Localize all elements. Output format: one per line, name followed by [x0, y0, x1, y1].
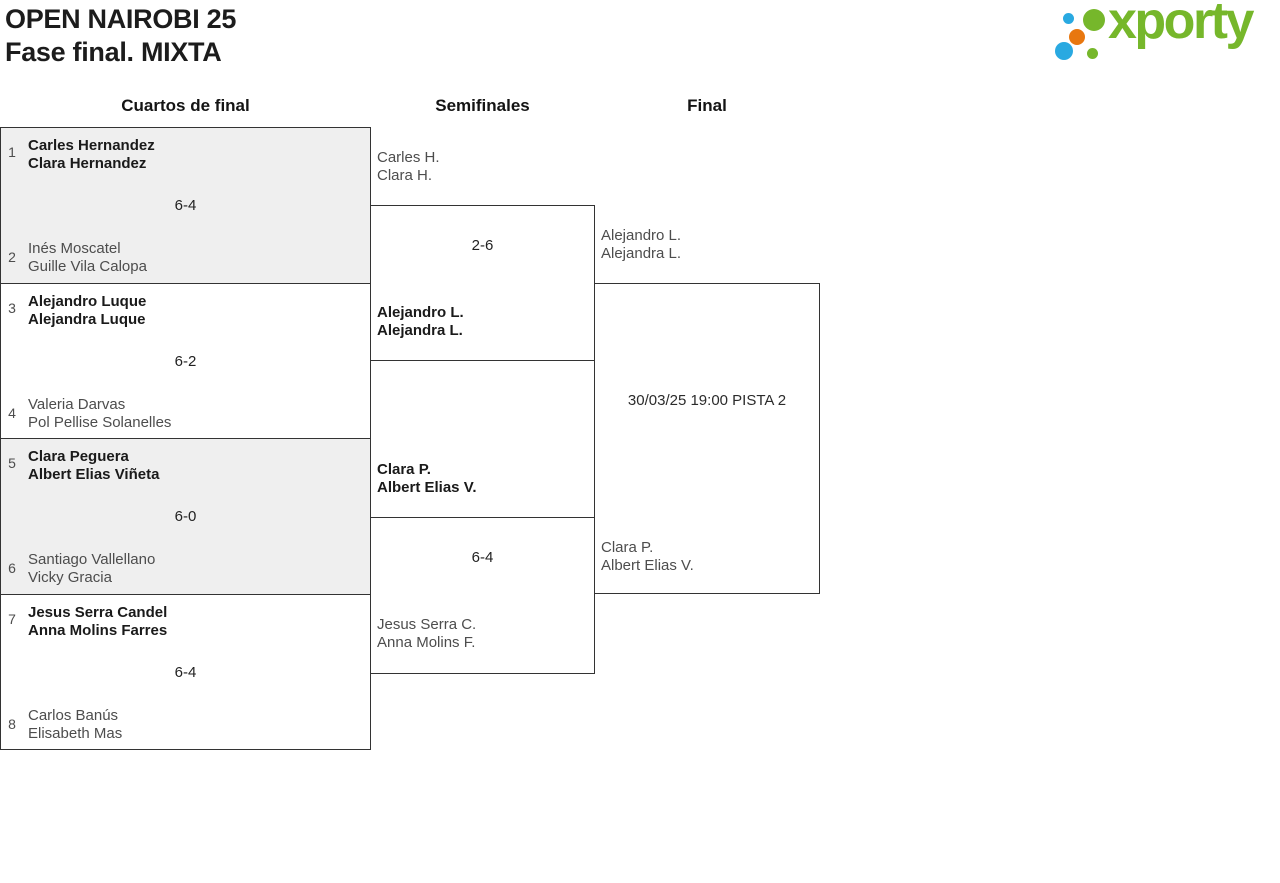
advancing-team: Clara P. Albert Elias V. — [601, 539, 694, 574]
team-name: Clara P. Albert Elias V. — [377, 461, 477, 496]
seed-number: 2 — [8, 249, 16, 265]
advancing-team: Alejandro L. Alejandra L. — [601, 227, 682, 262]
logo-dot-green-large — [1083, 9, 1105, 31]
team-name: Carles H. Clara H. — [377, 149, 440, 184]
qf-match-box-3 — [0, 438, 371, 595]
team-name: Jesus Serra C. Anna Molins F. — [377, 616, 477, 651]
team-name: Santiago Vallellano Vicky Gracia — [28, 551, 156, 586]
match-score: 6-4 — [471, 549, 494, 566]
seed-number: 8 — [8, 716, 16, 732]
final-match-box — [594, 283, 820, 594]
seed-number: 5 — [8, 455, 16, 471]
logo-dot-blue-large — [1055, 42, 1073, 60]
team-name: Alejandro L. Alejandra L. — [377, 304, 464, 339]
final-schedule: 30/03/25 19:00 PISTA 2 — [627, 392, 787, 409]
qf-match-box-1 — [0, 127, 371, 284]
page-title-block: OPEN NAIROBI 25 Fase final. MIXTA — [5, 3, 236, 69]
team-name: Clara Peguera Albert Elias Viñeta — [28, 448, 160, 483]
team-name: Carlos Banús Elisabeth Mas — [28, 707, 123, 742]
seed-number: 3 — [8, 300, 16, 316]
round-header-semifinals: Semifinales — [435, 96, 530, 115]
match-score: 6-4 — [174, 664, 197, 681]
xporty-logo[interactable]: xporty — [1048, 0, 1280, 72]
team-name: Alejandro Luque Alejandra Luque — [28, 293, 147, 328]
team-name: Valeria Darvas Pol Pellise Solanelles — [28, 396, 172, 431]
match-score: 6-0 — [174, 508, 197, 525]
round-header-final: Final — [687, 96, 727, 115]
team-name: Carles Hernandez Clara Hernandez — [28, 137, 155, 172]
match-score: 6-2 — [174, 353, 197, 370]
match-score: 2-6 — [471, 237, 494, 254]
page-title: OPEN NAIROBI 25 — [5, 4, 237, 34]
logo-dot-green-small — [1087, 48, 1098, 59]
sf-match-box-2 — [370, 517, 595, 674]
seed-number: 4 — [8, 405, 16, 421]
team-name: Inés Moscatel Guille Vila Calopa — [28, 240, 147, 275]
round-header-quarterfinals: Cuartos de final — [121, 96, 250, 115]
logo-wordmark: xporty — [1108, 0, 1254, 50]
team-name: Jesus Serra Candel Anna Molins Farres — [28, 604, 168, 639]
seed-number: 6 — [8, 560, 16, 576]
page-subtitle: Fase final. MIXTA — [5, 37, 222, 67]
match-score: 6-4 — [174, 197, 197, 214]
seed-number: 7 — [8, 611, 16, 627]
seed-number: 1 — [8, 144, 16, 160]
logo-dot-orange — [1069, 29, 1085, 45]
logo-dot-blue-small — [1063, 13, 1074, 24]
